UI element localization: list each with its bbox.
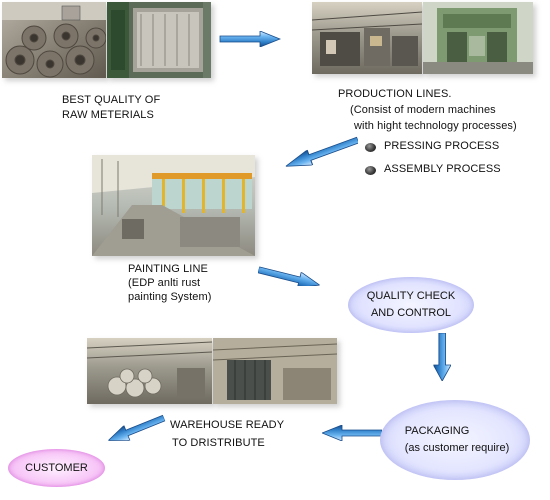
- quality-line2: AND CONTROL: [370, 307, 452, 319]
- flow-arrow-packaging-to-warehouse: [322, 425, 382, 441]
- quality-check-node: QUALITY CHECK AND CONTROL: [348, 277, 474, 333]
- flow-arrow-painting-to-quality: [258, 262, 322, 286]
- production-label: PRODUCTION LINES. (Consist of modern mac…: [338, 86, 517, 134]
- production-desc-line1: (Consist of modern machines: [350, 104, 496, 116]
- customer-label: CUSTOMER: [25, 461, 88, 474]
- warehouse-line2: TO DRISTRIBUTE: [172, 437, 265, 449]
- warehouse-label: WAREHOUSE READY TO DRISTRIBUTE: [170, 416, 284, 452]
- process-assembly: ASSEMBLY PROCESS: [384, 163, 501, 175]
- bullet-icon: [365, 143, 376, 152]
- customer-node: CUSTOMER: [8, 449, 105, 487]
- production-photo-machines: [312, 2, 422, 74]
- production-desc-line2: with hight technology processes): [354, 120, 517, 132]
- packaging-line1: PACKAGING: [404, 425, 470, 437]
- flow-arrow-production-to-painting: [283, 136, 358, 170]
- flow-arrow-quality-to-packaging: [433, 333, 451, 381]
- painting-line-photo: [92, 155, 255, 256]
- painting-label: PAINTING LINE (EDP anlti rust painting S…: [128, 262, 212, 304]
- production-title: PRODUCTION LINES.: [338, 88, 452, 100]
- production-photo-press: [423, 2, 533, 74]
- warehouse-photo-coils: [87, 338, 212, 404]
- raw-materials-photo-coils: [2, 2, 106, 78]
- raw-materials-label-line2: RAW METERIALS: [62, 109, 154, 121]
- raw-materials-photo-rollers: [107, 2, 211, 78]
- warehouse-photo-crates: [213, 338, 337, 404]
- flow-arrow-raw-to-production: [219, 31, 281, 47]
- bullet-icon: [365, 166, 376, 175]
- flow-arrow-warehouse-to-customer: [105, 412, 166, 446]
- quality-line1: QUALITY CHECK: [366, 290, 456, 302]
- raw-materials-label-line1: BEST QUALITY OF: [62, 94, 161, 106]
- painting-label-line3: painting System): [128, 291, 212, 303]
- painting-label-line1: PAINTING LINE: [128, 263, 208, 275]
- warehouse-line1: WAREHOUSE READY: [170, 419, 285, 431]
- raw-materials-label: BEST QUALITY OF RAW METERIALS: [62, 93, 160, 123]
- process-pressing: PRESSING PROCESS: [384, 140, 500, 152]
- painting-label-line2: (EDP anlti rust: [128, 277, 201, 289]
- packaging-line2: (as customer require): [404, 442, 510, 454]
- packaging-node: PACKAGING (as customer require): [380, 400, 530, 480]
